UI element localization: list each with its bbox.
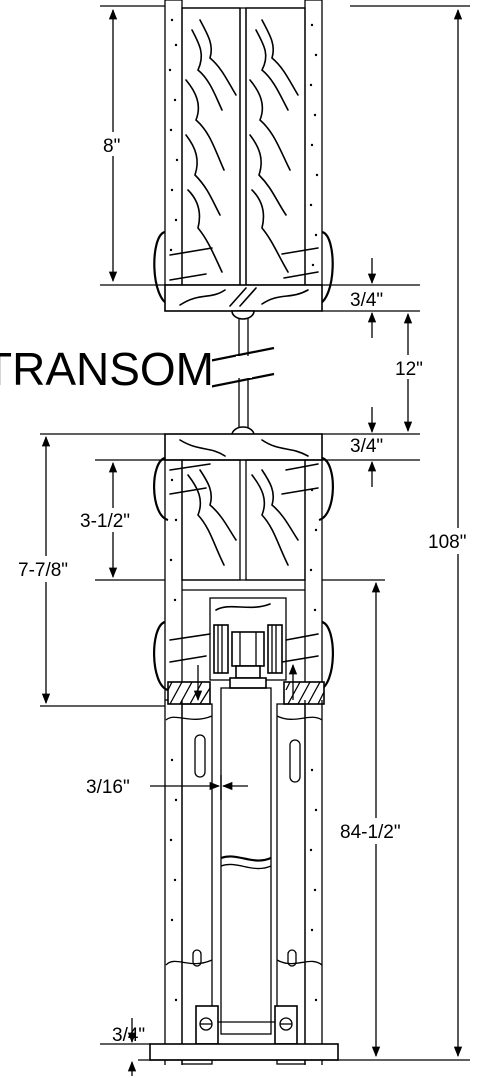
transom-label: TRANSOM (0, 343, 214, 395)
lower-head-jamb (164, 433, 323, 461)
lower-right-drywall (304, 459, 323, 701)
dim-3-16-label: 3/16" (86, 777, 130, 798)
door-and-jambs (138, 478, 345, 1065)
upper-right-drywall (304, 0, 323, 286)
dim-3-4-mid-label: 3/4" (350, 436, 383, 457)
upper-left-drywall (164, 0, 183, 286)
door-panel (220, 687, 272, 1035)
transom-panel (203, 310, 275, 436)
upper-right-stud (245, 7, 306, 286)
floor-plate (149, 1043, 339, 1061)
dim-108-label: 108" (428, 532, 466, 553)
dim-3-4-bottom-label: 3/4" (112, 1025, 145, 1046)
dim-7-7-8-label: 7-7/8" (18, 560, 68, 581)
dim-8-label: 8" (103, 136, 120, 157)
lower-header-assembly (153, 433, 334, 705)
upper-header-assembly (153, 0, 334, 312)
dimension-lines (40, 5, 470, 1076)
dim-3-4-upper-label: 3/4" (350, 290, 383, 311)
upper-head-jamb (164, 284, 323, 312)
door-roller (213, 624, 283, 689)
dim-12-label: 12" (395, 359, 423, 380)
dimension-labels: TRANSOM 8" 3/4" 12" 3/4" 108" 3-1/2" 7-7… (0, 132, 488, 1046)
dim-3-1-2-label: 3-1/2" (80, 511, 130, 532)
lower-left-drywall (164, 459, 183, 701)
dim-84-1-2-label: 84-1/2" (340, 822, 401, 843)
